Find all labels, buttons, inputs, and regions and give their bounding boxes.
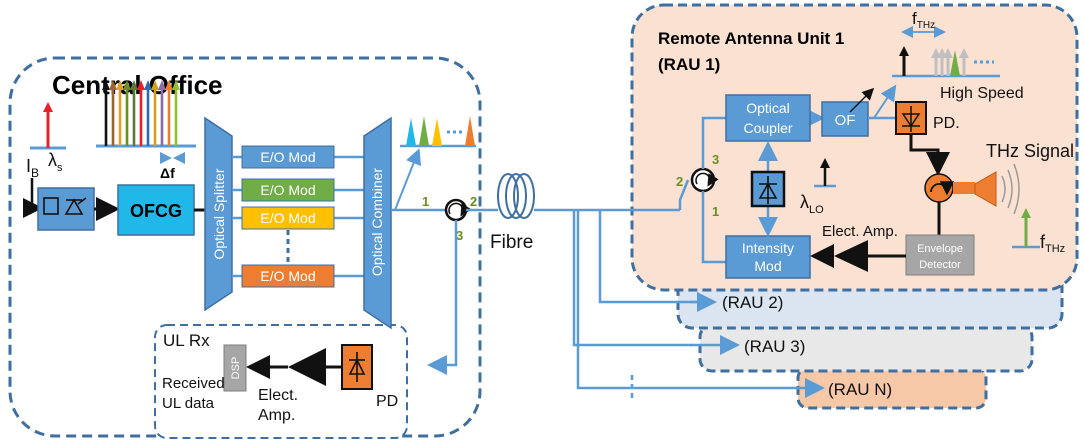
ofcg-label: OFCG — [130, 201, 182, 221]
laser-source-block — [37, 187, 95, 231]
envelope-line1: Envelope — [917, 243, 963, 255]
co-circulator-port-3: 3 — [456, 228, 463, 243]
lambda-lo-sub: LO — [809, 204, 824, 216]
intensity-mod-line1: Intensity — [742, 240, 794, 256]
thz-spectrum-icon — [892, 26, 1000, 78]
dsp-block — [223, 344, 247, 392]
dl-spectrum-icon — [400, 116, 476, 148]
svg-text:IB: IB — [26, 156, 39, 180]
electrical-circulator-icon — [924, 173, 955, 203]
central-office-title: Central Office — [52, 70, 223, 100]
rau-pd-label: PD. — [933, 115, 960, 132]
thz-received-spectrum-icon — [1012, 208, 1040, 249]
rau-3-label: (RAU 3) — [744, 337, 805, 356]
lo-laser-block — [750, 170, 786, 208]
optical-coupler-line2: Coupler — [743, 120, 792, 136]
co-circulator-port-1: 1 — [422, 194, 429, 209]
f-thz-bottom-sub: THz — [1045, 243, 1065, 255]
lambda-s-label: λ — [48, 150, 57, 170]
rau-circulator-port-2: 2 — [676, 174, 683, 189]
envelope-detector-block — [905, 234, 975, 276]
f-thz-bottom: f — [1040, 232, 1046, 252]
rau-n-label: (RAU N) — [828, 380, 892, 399]
intensity-mod-block — [725, 235, 811, 279]
bias-current-wire — [23, 178, 43, 218]
radiation-waves-icon — [1001, 163, 1020, 215]
co-circulator-icon — [444, 198, 472, 222]
optical-coupler-line1: Optical — [746, 100, 790, 116]
fibre-coil-icon — [497, 173, 535, 219]
svg-text:fTHz: fTHz — [912, 9, 935, 31]
uplink-return-path — [427, 220, 458, 375]
optical-coupler-block — [725, 94, 811, 142]
optical-combiner-block — [363, 116, 392, 330]
svg-text:fTHz: fTHz — [1040, 232, 1065, 255]
lambda-lo-label: λ — [800, 192, 809, 212]
lo-laser-icon — [758, 176, 778, 204]
svg-text:Amp.: Amp. — [258, 407, 295, 424]
ul-amp-line2: Amp. — [258, 407, 295, 424]
rau-2-label: (RAU 2) — [722, 293, 783, 312]
thz-signal-label: THz Signal — [986, 141, 1074, 161]
combiner-to-spectrum-arrow — [394, 148, 422, 211]
horn-feed — [953, 182, 975, 194]
high-speed-label: High Speed — [940, 85, 1024, 102]
rau-circulator-port-1: 1 — [712, 204, 719, 219]
dsp-label: DSP — [230, 357, 242, 380]
ul-rx-title: UL Rx — [163, 331, 210, 350]
eo-mod-2-label: E/O Mod — [260, 182, 315, 198]
optical-splitter-block — [204, 116, 233, 312]
envelope-line2: Detector — [919, 259, 961, 271]
rau-circulator-port-3: 3 — [712, 152, 719, 167]
fibre-distribution-lines — [534, 179, 790, 390]
rau1-title-line2: (RAU 1) — [658, 55, 720, 74]
pd-to-circulator-wire — [909, 134, 950, 176]
eo-mod-2-block — [241, 178, 335, 202]
svg-text:Elect.: Elect. — [258, 387, 298, 404]
ul-elect-amp-icon — [288, 348, 326, 386]
f-thz-top-sub: THz — [917, 20, 935, 31]
svg-text:λLO: λLO — [800, 192, 824, 216]
f-thz-top: f — [912, 9, 917, 28]
received-ul-line2: UL data — [162, 395, 215, 412]
eo-mod-3-block — [241, 206, 335, 230]
delta-f-label: Δf — [160, 165, 175, 181]
eo-mod-1-label: E/O Mod — [260, 149, 315, 165]
lambda-s-sub: s — [57, 162, 63, 174]
of-tunable-arrow — [849, 87, 875, 113]
ul-amp-line1: Elect. — [258, 387, 298, 404]
svg-text:λs: λs — [48, 150, 63, 174]
rau-elect-amp-label: Elect. Amp. — [822, 223, 898, 240]
eo-mod-4-label: E/O Mod — [260, 268, 315, 284]
eo-mod-3-label: E/O Mod — [260, 210, 315, 226]
intensity-mod-line2: Mod — [754, 258, 781, 274]
horn-antenna-icon — [974, 171, 997, 207]
co-circulator-port-2: 2 — [470, 194, 477, 209]
ib-label: I — [26, 156, 31, 176]
ib-sub: B — [31, 166, 39, 180]
eo-mod-4-block — [241, 264, 335, 288]
modulator-rows — [232, 155, 364, 278]
rau-elect-amp-icon — [834, 240, 868, 272]
of-label: OF — [835, 112, 856, 129]
ul-pd-label: PD — [376, 393, 398, 410]
rau-circulator-icon — [690, 167, 719, 193]
of-to-spectrum-arrow — [873, 84, 897, 119]
comb-spectrum-icon — [96, 80, 196, 164]
optical-splitter-label: Optical Splitter — [211, 168, 227, 259]
lo-spectrum-icon — [814, 158, 836, 188]
optical-combiner-label: Optical Combiner — [369, 168, 385, 276]
fibre-label: Fibre — [490, 232, 533, 253]
received-ul-line1: Received — [162, 375, 225, 392]
rau-photodiode-icon — [901, 106, 921, 132]
laser-spectrum-icon — [30, 102, 66, 150]
ul-photodiode-icon — [348, 352, 366, 382]
eo-mod-1-block — [241, 145, 335, 169]
laser-diode-icon — [43, 197, 87, 215]
rau1-title-line1: Remote Antenna Unit 1 — [658, 29, 844, 48]
